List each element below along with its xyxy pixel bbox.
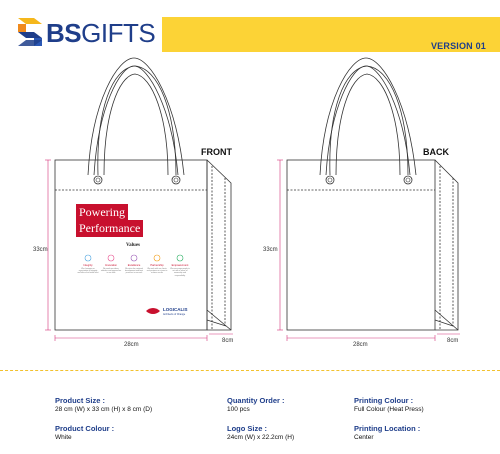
value-name: Empowerment bbox=[171, 264, 189, 267]
product-size-label: Product Size : bbox=[55, 396, 106, 405]
value-name: Partnership bbox=[150, 264, 164, 267]
value-text: We work with our clients and partners as… bbox=[146, 268, 168, 275]
back-depth-dim: 8cm bbox=[447, 338, 459, 344]
product-size-value: 28 cm (W) x 33 cm (H) x 8 cm (D) bbox=[55, 406, 153, 413]
printing-colour-value: Full Colour (Heat Press) bbox=[354, 406, 424, 413]
printing-colour-label: Printing Colour : bbox=[354, 396, 414, 405]
brand-name-bs: BS bbox=[46, 18, 82, 48]
design-headline-line2: Performance bbox=[76, 220, 144, 237]
back-bag-drawing bbox=[277, 57, 460, 341]
design-values-title: Values bbox=[126, 243, 140, 248]
value-name: Innovation bbox=[105, 264, 117, 267]
product-colour-label: Product Colour : bbox=[55, 424, 115, 433]
version-label: VERSION 01 bbox=[430, 41, 486, 51]
design-headline-line1: Powering bbox=[76, 204, 128, 221]
front-bag-drawing bbox=[45, 57, 233, 341]
printing-location-label: Printing Location : bbox=[354, 424, 421, 433]
section-divider bbox=[0, 370, 500, 372]
design-brand-name: LOGICALIS bbox=[163, 307, 188, 312]
front-label: FRONT bbox=[201, 147, 232, 157]
logo-size-label: Logo Size : bbox=[227, 424, 267, 433]
front-width-dim: 28cm bbox=[124, 342, 139, 348]
value-text: We champion an organization of integrity… bbox=[77, 268, 99, 275]
back-width-dim: 28cm bbox=[353, 342, 368, 348]
bsgifts-logo-icon bbox=[18, 18, 42, 46]
product-colour-value: White bbox=[55, 434, 72, 441]
front-depth-dim: 8cm bbox=[222, 338, 234, 344]
header-banner bbox=[162, 17, 500, 52]
design-brand-tagline: Architects of Change bbox=[163, 313, 186, 316]
logo-size-value: 24cm (W) x 22.2cm (H) bbox=[227, 434, 295, 441]
printing-location-value: Center bbox=[354, 434, 374, 441]
value-text: We strive for continual development and … bbox=[125, 268, 143, 275]
value-name: Excellence bbox=[127, 264, 141, 267]
back-height-dim: 33cm bbox=[263, 247, 278, 253]
value-text: We seek new ideas, attitudes and approac… bbox=[100, 268, 122, 275]
front-height-dim: 33cm bbox=[33, 247, 48, 253]
back-label: BACK bbox=[423, 147, 449, 157]
quantity-value: 100 pcs bbox=[227, 406, 250, 413]
value-name: Integrity bbox=[83, 264, 93, 267]
brand-name-gifts: GIFTS bbox=[81, 18, 156, 48]
brand-logo: BSGIFTS bbox=[46, 18, 156, 49]
value-text: We encourage people to act with a sense … bbox=[170, 268, 190, 277]
quantity-label: Quantity Order : bbox=[227, 396, 285, 405]
